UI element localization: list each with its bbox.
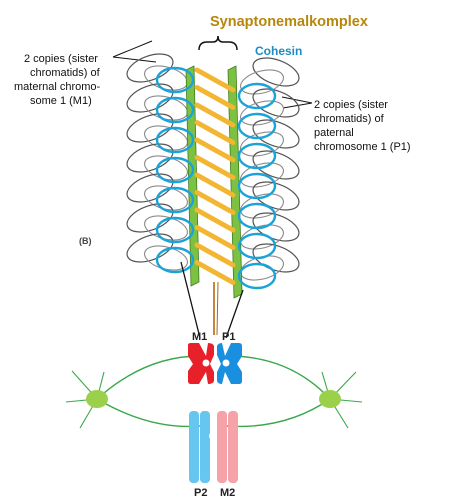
p1-label: P1 (222, 331, 235, 343)
transverse-filament (194, 225, 236, 250)
title-label: Synaptonemalkomplex (210, 14, 368, 30)
chromatin-loop (126, 233, 174, 263)
m1-body (188, 343, 214, 384)
spindle-fiber-upper-left (96, 355, 201, 400)
spindle-fiber-upper-right (227, 355, 331, 400)
transverse-filament (194, 207, 236, 233)
cohesin-ring (155, 186, 195, 214)
paternal-label-line1: 2 copies (sister (314, 99, 388, 111)
maternal-axis (185, 65, 200, 287)
paternal-label-line3: paternal (314, 127, 354, 139)
m2-label: M2 (220, 487, 235, 498)
cohesin-ring (155, 246, 195, 274)
panel-label: (B) (79, 236, 92, 246)
cohesin-ring (237, 202, 277, 230)
paternal-label-line2: chromatids) of (314, 113, 385, 125)
transverse-filament (194, 102, 236, 128)
transverse-filament (194, 67, 236, 93)
transverse-filament (194, 242, 236, 268)
chromatin-loop (126, 203, 174, 233)
maternal-label-line3: maternal chromo- (14, 81, 101, 93)
maternal-label-line4: some 1 (M1) (30, 95, 92, 107)
zoom-line-right (225, 289, 244, 339)
chromatin-loop (126, 53, 174, 83)
cohesin-rings (155, 66, 277, 290)
spindle-pole-left (86, 390, 108, 408)
paternal-label-line4: chromosome 1 (P1) (314, 141, 411, 153)
chromosome-p2 (189, 411, 210, 483)
chromatin-loop (240, 69, 284, 95)
cohesin-label: Cohesin (255, 44, 302, 58)
zoom-line-left (180, 261, 201, 339)
maternal-label: 2 copies (sister chromatids) of maternal… (14, 53, 101, 107)
transverse-filament (194, 190, 236, 215)
lower-centromere (209, 432, 217, 440)
cohesin-ring (237, 172, 277, 200)
cohesin-ring (237, 142, 277, 170)
chromatin-loop (252, 181, 300, 211)
cohesin-ring (155, 66, 195, 94)
maternal-label-line1: 2 copies (sister (24, 53, 98, 65)
chromosome-m2 (217, 411, 238, 483)
spindle-pole-right (319, 390, 341, 408)
spindle-fiber-lower-right (225, 398, 331, 428)
chromosome-p1 (217, 343, 242, 384)
p2-chromatid-left (189, 411, 199, 483)
chromatin-loop (252, 119, 300, 149)
m1-label: M1 (192, 331, 207, 343)
chromatin-loop (240, 100, 284, 126)
m2-chromatid-left (217, 411, 227, 483)
transverse-filament (194, 120, 236, 145)
chromatin-loop (126, 83, 174, 113)
transverse-filaments (194, 67, 236, 285)
cohesin-ring (237, 112, 277, 140)
cohesin-ring (237, 82, 277, 110)
cohesin-ring (155, 96, 195, 124)
complex-stalk-shadow (216, 281, 219, 336)
chromatin-loop (252, 57, 300, 87)
transverse-filament (194, 155, 236, 180)
transverse-filament (194, 85, 236, 110)
chromatin-loop (126, 143, 174, 173)
cohesin-ring (155, 216, 195, 244)
cohesin-ring (237, 232, 277, 260)
spindle-fiber-lower-left (96, 398, 201, 428)
m1-centromere (202, 359, 210, 367)
transverse-filament (194, 137, 236, 163)
cohesin-ring (155, 156, 195, 184)
transverse-filament (194, 260, 236, 285)
maternal-label-line2: chromatids) of (30, 67, 101, 79)
chromatin-loop (126, 113, 174, 143)
p2-label: P2 (194, 487, 207, 498)
p1-body (217, 343, 242, 384)
paternal-label: 2 copies (sister chromatids) of paternal… (314, 99, 411, 153)
p1-centromere (222, 359, 230, 367)
m2-chromatid-right (228, 411, 238, 483)
maternal-pointer-1 (112, 40, 153, 58)
paternal-pointer-1 (281, 96, 313, 104)
chromatin-loop (252, 150, 300, 180)
chromatin-loop (252, 88, 300, 118)
chromosome-m1 (188, 343, 214, 384)
chromatin-loop (126, 173, 174, 203)
title-bracket (198, 35, 238, 51)
maternal-pointer-2 (112, 56, 157, 63)
cohesin-ring (237, 262, 277, 290)
p2-chromatid-right (200, 411, 210, 483)
transverse-filament (194, 172, 236, 198)
cohesin-ring (155, 126, 195, 154)
spindle (65, 355, 363, 429)
